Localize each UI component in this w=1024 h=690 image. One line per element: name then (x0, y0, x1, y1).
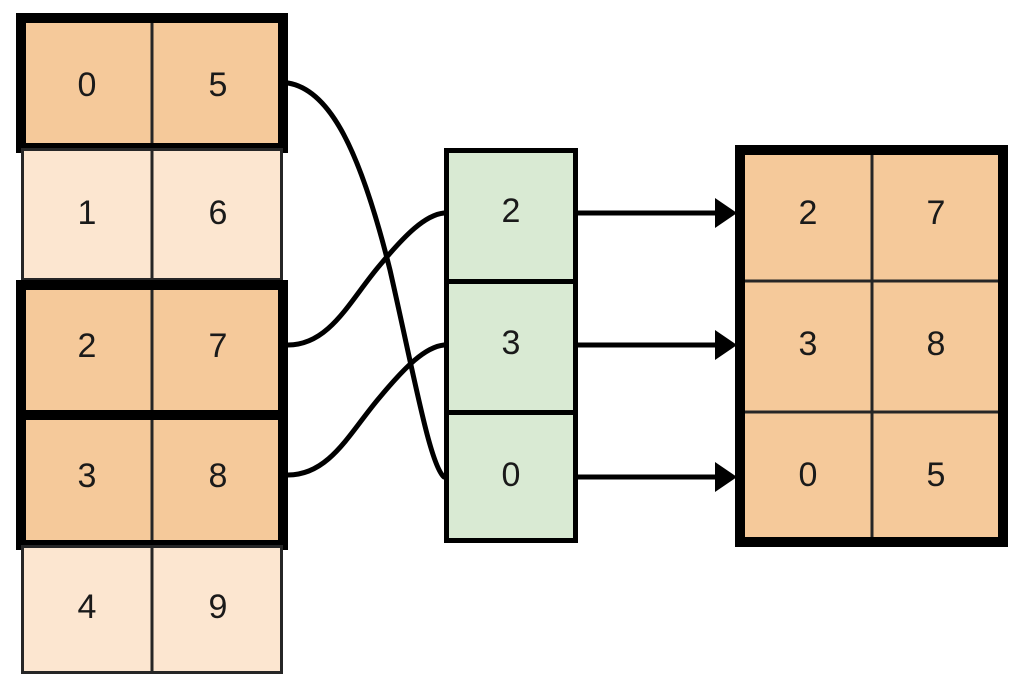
index-column-row[interactable]: 3 (444, 279, 578, 415)
source-table-row[interactable]: 1 6 (21, 148, 283, 281)
index-row-1-outline (444, 279, 578, 415)
source-table-row[interactable]: 2 7 (16, 280, 288, 420)
source-table: 0 5 1 6 2 7 3 8 (16, 13, 288, 674)
curve-source-row0-to-index-row2 (285, 80, 447, 480)
arrow-head-icon (715, 330, 737, 360)
arrow-group (578, 198, 737, 492)
arrow-index-row1-to-result-row1 (578, 330, 737, 360)
index-row-0-outline (444, 148, 578, 284)
index-column: 2 3 0 (444, 148, 578, 543)
arrow-head-icon (715, 198, 737, 228)
index-row-2-outline (444, 410, 578, 543)
result-table: 2 7 3 8 0 5 (735, 145, 1008, 547)
arrow-index-row0-to-result-row0 (578, 198, 737, 228)
curve-source-row2-to-index-row0 (285, 210, 447, 348)
connector-group (285, 80, 447, 480)
curve-source-row3-to-index-row1 (285, 342, 447, 478)
arrow-index-row2-to-result-row2 (578, 462, 737, 492)
index-column-row[interactable]: 0 (444, 410, 578, 543)
arrow-head-icon (715, 462, 737, 492)
index-column-row[interactable]: 2 (444, 148, 578, 284)
source-table-row[interactable]: 0 5 (16, 13, 288, 153)
source-table-row[interactable]: 3 8 (16, 410, 288, 550)
source-table-row[interactable]: 4 9 (21, 545, 283, 674)
